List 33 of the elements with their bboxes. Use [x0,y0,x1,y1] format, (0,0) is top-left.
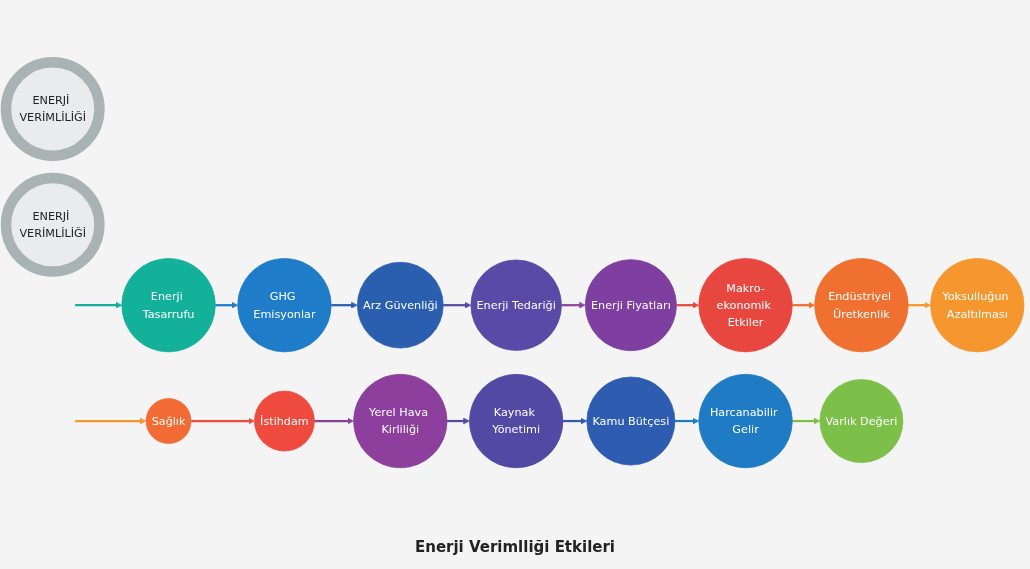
node-circle: ENERJİ VERİMLİLİĞİ [0,172,105,277]
caption: Enerji Verimlliği Etkileri [414,538,615,556]
arrow [562,417,588,425]
arrow [447,417,470,425]
arrow [314,417,354,425]
node-circle: Yoksulluğun Azaltılması [930,258,1025,353]
node-circle: Enerji Tedariği [470,259,562,351]
arrow [676,301,700,309]
arrow [75,301,123,309]
arrow [191,417,255,425]
node-circle: Harcanabilir Gelir [698,373,793,469]
node-circle: Varlık Değeri [819,379,904,463]
node-circle: Makro-ekonomik Etkiler [698,258,793,353]
arrow [792,301,815,309]
arrow [215,301,238,309]
node-circle: Sağlık [145,398,192,444]
node-circle: Enerji Tasarrufu [121,258,216,353]
arrow [443,301,472,309]
node-circle: Kamu Bütçesi [586,376,676,466]
node-circle: Arz Güvenliği [357,261,444,349]
node-circle: Kaynak Yönetimi [469,373,564,469]
node-circle: Endüstriyel Üretkenlik [814,258,909,353]
node-circle: Enerji Fiyatları [584,259,677,352]
node-circle: Yerel Hava Kirliliği [353,373,448,469]
arrow [908,301,931,309]
node-circle: İstihdam [254,390,315,452]
node-circle: ENERJİ VERİMLİLİĞİ [0,57,105,161]
arrow [792,417,821,425]
node-circle: GHG Emisyonlar [237,258,332,353]
arrow [331,301,358,309]
arrow [75,417,147,425]
arrow [674,417,700,425]
arrow [561,301,586,309]
